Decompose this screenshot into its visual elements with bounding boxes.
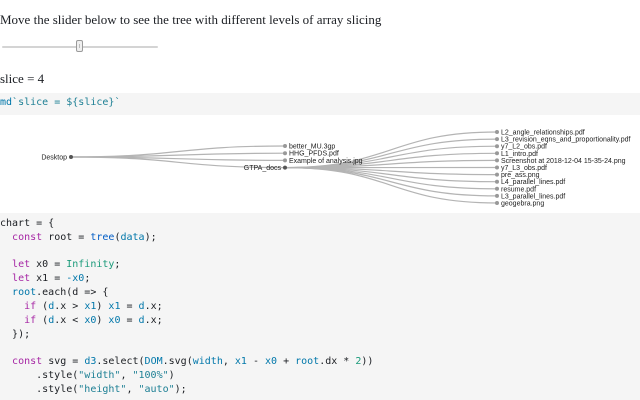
tree-leaf-node-label: pre_ass.png <box>501 172 540 179</box>
code-line: .style("height", "auto"); <box>36 384 187 395</box>
tree-leaf-node-label: y7_L3_obs.pdf <box>501 165 547 172</box>
tree-leaf-node-label: Screenshot at 2018-12-04 15-35-24.png <box>501 158 626 165</box>
tree-leaf-node-label: resume.pdf <box>501 186 536 193</box>
tree-leaf-node-label: L3_revision_eqns_and_proportionality.pdf <box>501 137 631 144</box>
tree-node-dot <box>283 151 287 156</box>
tree-node-label: HHG_PFDS.pdf <box>289 151 339 158</box>
tree-leaf-node-dot <box>495 144 499 149</box>
tree-node-dot <box>283 158 287 163</box>
tree-node-dot <box>283 165 287 170</box>
tree-leaf-node-dot <box>495 158 499 163</box>
intro-text: Move the slider below to see the tree wi… <box>0 12 382 27</box>
slider-thumb[interactable] <box>76 40 83 52</box>
tree-leaf-node-label: y7_L2_obs.pdf <box>501 144 547 151</box>
tree-leaf-node-dot <box>495 137 499 142</box>
code-line: const svg = d3.select(DOM.svg(width, x1 … <box>12 356 374 367</box>
tree-leaf-node-dot <box>495 151 499 156</box>
tree-leaf-node-label: L1_intro.pdf <box>501 151 538 158</box>
tree-link <box>284 167 498 204</box>
code-line: let x0 = Infinity; <box>12 259 121 270</box>
tree-leaf-node-dot <box>495 165 499 170</box>
tree-leaf-node-dot <box>495 186 499 191</box>
tree-leaf-node-dot <box>495 193 499 198</box>
tree-link <box>70 152 286 158</box>
tree-node-label: better_MU.3gp <box>289 144 335 151</box>
markdown-code-cell[interactable]: md`slice = ${slice}` <box>0 93 640 115</box>
tree-leaf-node-dot <box>495 201 499 205</box>
tree-root-node-label: Desktop <box>41 155 67 162</box>
tree-leaf-node-label: L3_parallel_lines.pdf <box>501 193 565 200</box>
tree-node-label: Example of analysis.jpg <box>289 158 363 165</box>
tree-node-label: GTPA_docs <box>244 165 282 172</box>
tree-leaf-node-dot <box>495 130 499 134</box>
code-line: if (d.x > x1) x1 = d.x; <box>24 301 163 312</box>
tree-leaf-node-label: L4_parallel_lines.pdf <box>501 179 565 186</box>
code-line: chart = { <box>0 218 55 229</box>
code-line: }); <box>12 329 31 340</box>
code-line: .style("width", "100%") <box>36 370 175 381</box>
tree-svg: Desktop better_MU.3gpHHG_PFDS.pdfExample … <box>41 130 631 208</box>
tree-root-node-dot <box>69 155 73 159</box>
chart-code-cell[interactable]: chart = { const root = tree(data); let x… <box>0 213 640 400</box>
markdown-code-line: md`slice = ${slice}` <box>0 97 121 108</box>
slice-slider[interactable] <box>0 39 160 55</box>
code-line: if (d.x < x0) x0 = d.x; <box>24 315 163 326</box>
tree-leaf-node-label: geogebra.png <box>501 201 544 208</box>
tree-leaf-node-label: L2_angle_relationships.pdf <box>501 130 585 137</box>
code-line: const root = tree(data); <box>12 232 157 243</box>
tree-leaf-node-dot <box>495 179 499 184</box>
slice-readout: slice = 4 <box>0 71 45 86</box>
tree-node-dot <box>283 144 287 148</box>
tree-leaf-node-dot <box>495 172 499 177</box>
code-line: let x1 = -x0; <box>12 273 91 284</box>
tree-link <box>70 156 286 169</box>
code-line: root.each(d => { <box>12 287 109 298</box>
